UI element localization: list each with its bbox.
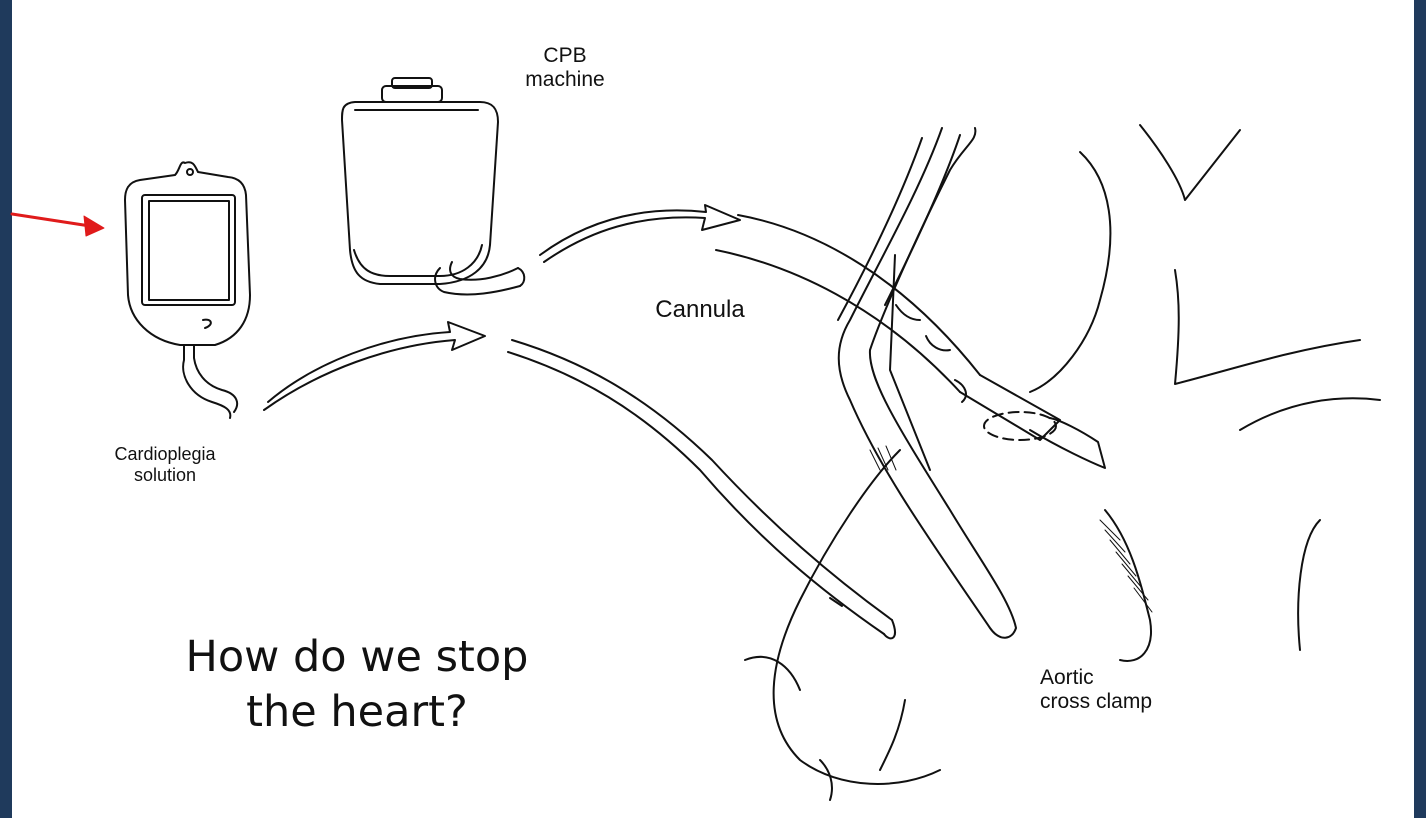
- tissue-hatching: [870, 446, 1152, 612]
- flow-arrow-lower: [264, 322, 485, 410]
- aortic-cross-clamp: [838, 128, 1016, 638]
- question-text: How do we stop the heart?: [112, 630, 602, 740]
- pointer-arrow: [12, 214, 104, 236]
- cardioplegia-line: [508, 340, 895, 638]
- cpb-machine-reservoir: [342, 78, 524, 294]
- cardioplegia-label: Cardioplegia solution: [70, 444, 260, 485]
- aortic-cross-clamp-label: Aortic cross clamp: [1040, 666, 1240, 714]
- cardioplegia-bag: [125, 162, 250, 418]
- cannula-label: Cannula: [610, 296, 790, 324]
- cpb-machine-label: CPB machine: [500, 44, 630, 92]
- flow-arrow-upper: [540, 205, 740, 262]
